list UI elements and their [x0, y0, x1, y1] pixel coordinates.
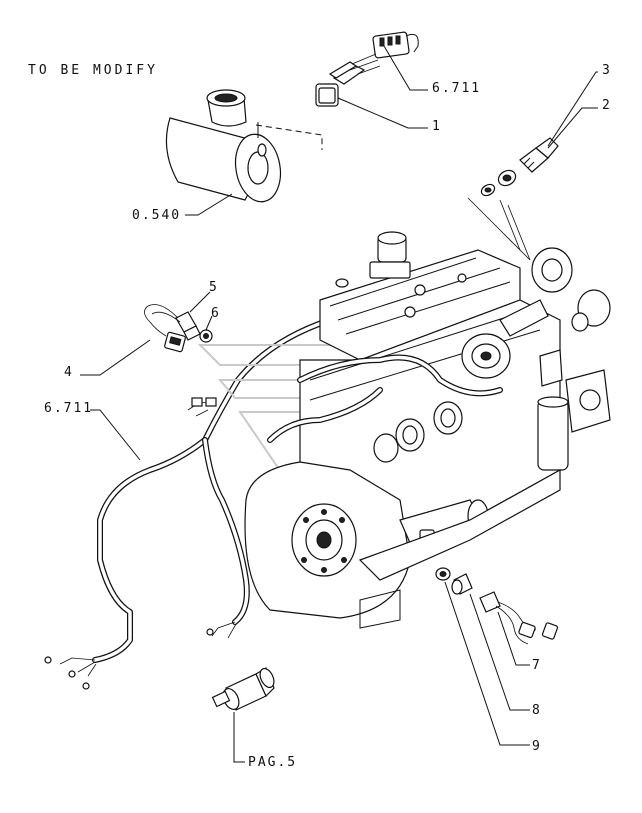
pipe-fitting: [165, 89, 323, 203]
label-ref-0540: 0.540: [132, 208, 181, 223]
sensor-5: [144, 304, 201, 341]
plug-8: [451, 573, 473, 595]
label-7: 7: [532, 658, 542, 673]
label-4: 4: [64, 365, 74, 380]
label-8: 8: [532, 703, 542, 718]
label-ref-6711-top: 6.711: [432, 81, 481, 96]
pressure-sender: [211, 667, 275, 711]
connector-4: [164, 331, 186, 353]
label-1: 1: [432, 119, 442, 134]
label-3: 3: [602, 63, 612, 78]
connector-1: [315, 31, 419, 107]
modify-note: TO BE MODIFY: [28, 63, 158, 78]
engine-assembly: [197, 197, 611, 629]
label-ref-6711-left: 6.711: [44, 401, 93, 416]
leader-lines: [80, 45, 598, 763]
sensor-7: [479, 591, 559, 645]
wiring-harness: [44, 317, 333, 690]
washer-3: [480, 169, 517, 197]
label-5: 5: [209, 280, 219, 295]
washer-9: [435, 567, 451, 581]
label-9: 9: [532, 739, 542, 754]
label-2: 2: [602, 98, 612, 113]
label-6: 6: [211, 306, 221, 321]
label-ref-pag5: PAG.5: [248, 755, 297, 770]
washer-6: [199, 329, 213, 343]
